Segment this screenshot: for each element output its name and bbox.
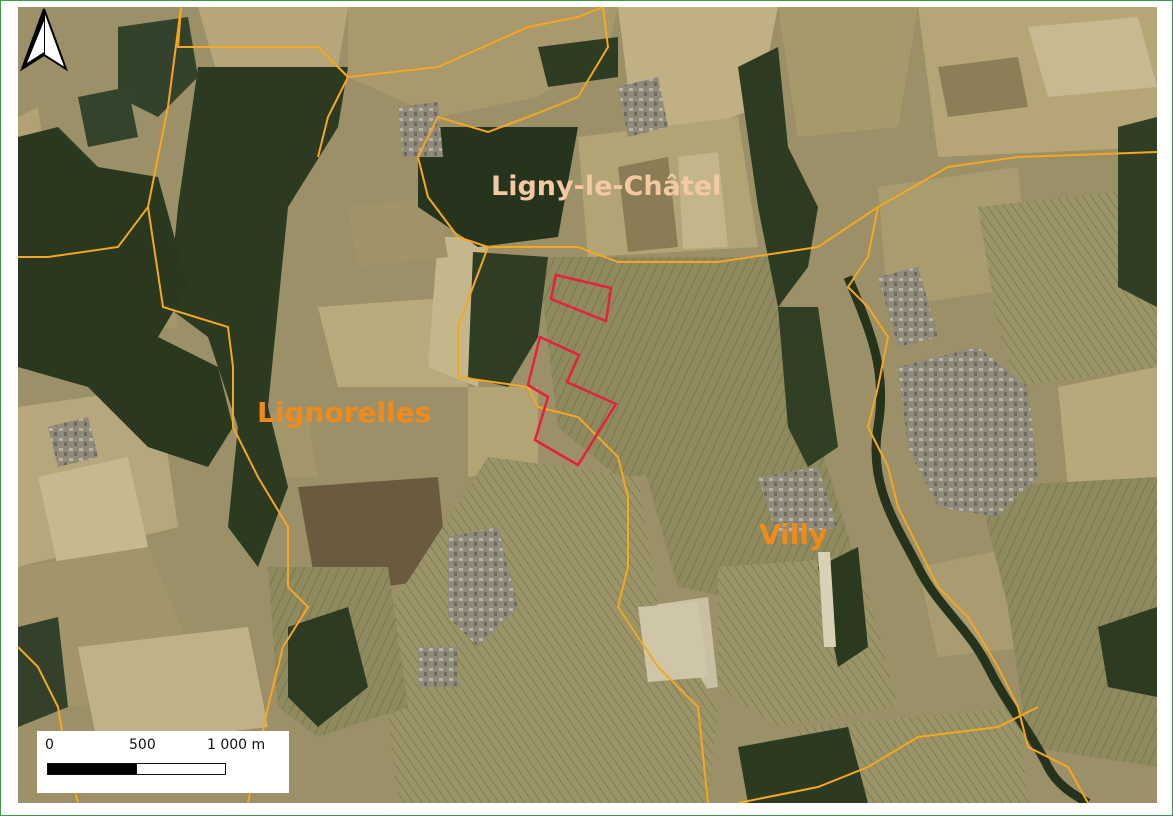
commune-boundaries [18, 7, 1157, 803]
map-canvas [18, 7, 1157, 803]
riverbank-trees [843, 275, 1091, 803]
scale-tick-1000: 1 000 m [207, 737, 266, 753]
north-arrow-icon [20, 8, 68, 72]
quarry-strip [818, 552, 836, 647]
place-label-ligny: Ligny-le-Châtel [491, 171, 722, 202]
scale-segment-white [136, 763, 226, 775]
scale-bar: 0 500 1 000 m [37, 731, 289, 793]
forests [18, 17, 1157, 803]
bare-field [638, 602, 708, 682]
aerial-map[interactable]: Ligny-le-Châtel Lignorelles Villy 0 500 … [18, 7, 1157, 803]
place-label-lignorelles: Lignorelles [257, 396, 432, 429]
scale-segment-black [47, 763, 137, 775]
parcel-north [549, 273, 613, 323]
study-parcels [526, 273, 618, 467]
place-label-villy: Villy [759, 518, 828, 551]
scale-tick-500: 500 [129, 737, 156, 753]
villages [48, 77, 1038, 687]
scale-tick-0: 0 [45, 737, 54, 753]
